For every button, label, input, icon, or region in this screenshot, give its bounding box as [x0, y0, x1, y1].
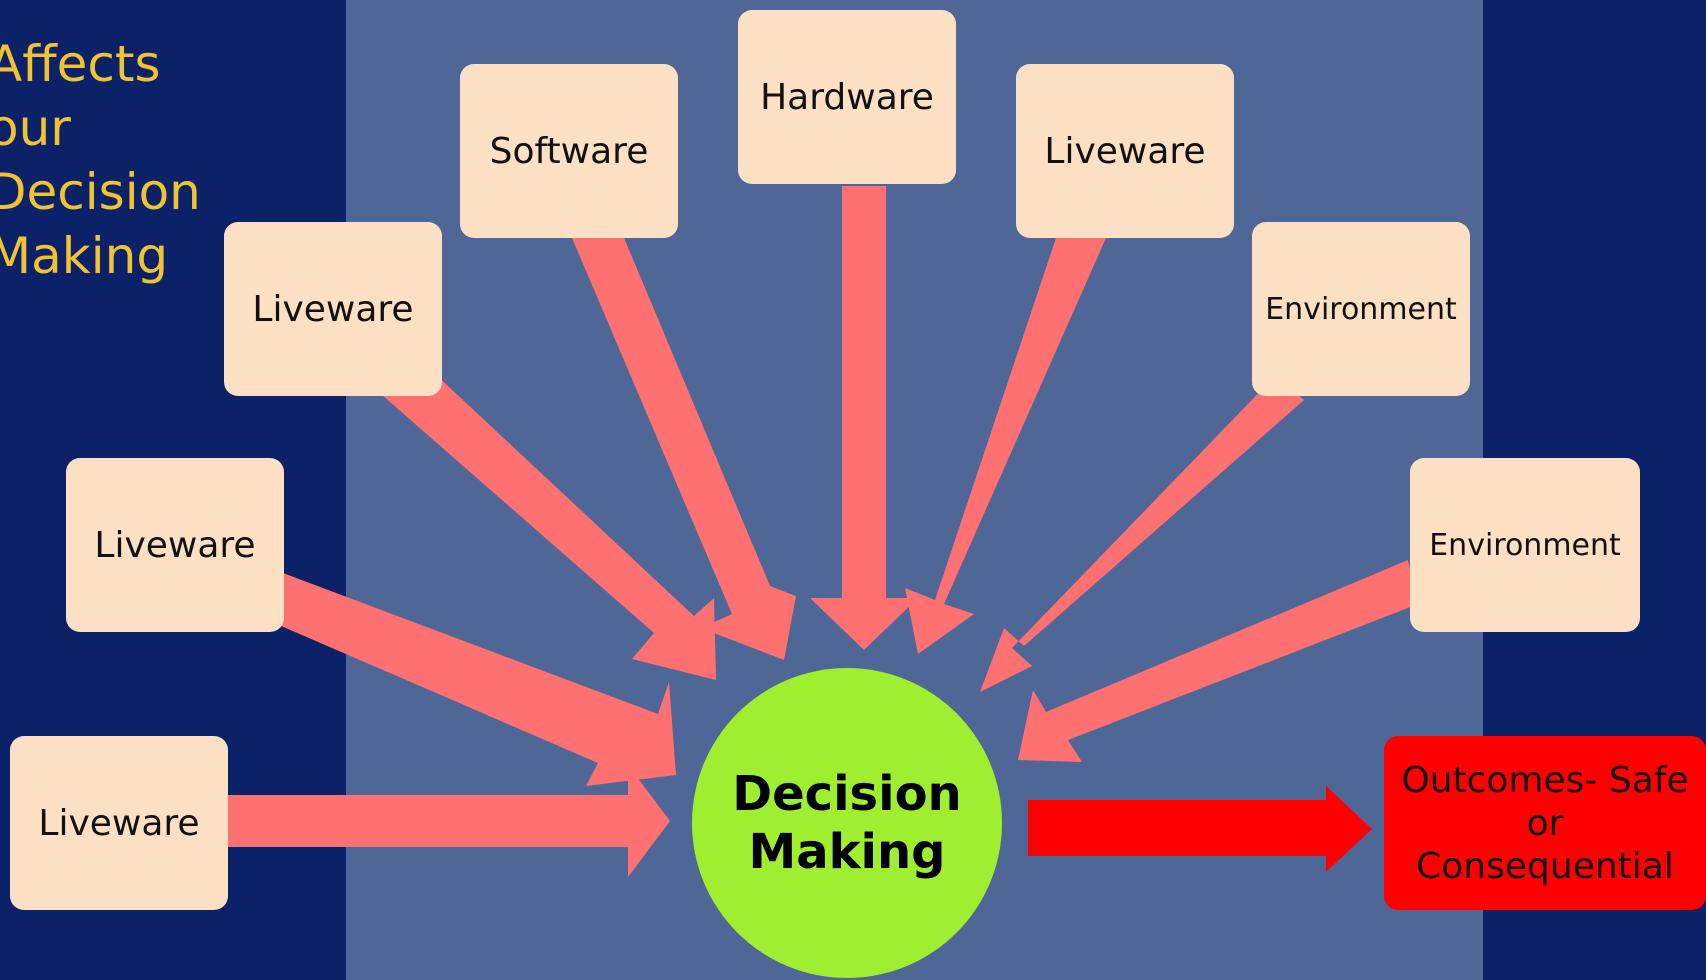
decision-making-circle: Decision Making — [692, 668, 1002, 978]
factor-box-liveware-left: Liveware — [66, 458, 284, 632]
factor-box-liveware-upper-left: Liveware — [224, 222, 442, 396]
factor-label: Software — [489, 130, 649, 172]
factor-box-liveware-upper-right: Liveware — [1016, 64, 1234, 238]
heading-text: Affects our Decision Making — [0, 35, 201, 285]
factor-label: Environment — [1429, 527, 1621, 563]
arrow-environment-right — [1018, 560, 1418, 762]
factor-box-software: Software — [460, 64, 678, 238]
factor-box-environment-upper: Environment — [1252, 222, 1470, 396]
arrow-software — [572, 214, 796, 660]
arrow-liveware-upper-right — [905, 214, 1106, 654]
arrow-hardware — [810, 186, 918, 650]
factor-label: Liveware — [94, 524, 256, 566]
arrow-environment-upper — [980, 376, 1304, 692]
factor-label: Liveware — [252, 288, 414, 330]
factor-box-hardware: Hardware — [738, 10, 956, 184]
factor-box-liveware-bottom: Liveware — [10, 736, 228, 910]
factor-label: Liveware — [1044, 130, 1206, 172]
factor-box-environment-right: Environment — [1410, 458, 1640, 632]
outcome-label: Outcomes- Safe or Consequential — [1401, 759, 1689, 887]
outcome-box: Outcomes- Safe or Consequential — [1384, 736, 1706, 910]
arrow-liveware-upper-left — [382, 358, 716, 680]
outcome-arrow — [1028, 786, 1372, 872]
factor-label: Environment — [1265, 291, 1457, 327]
factor-label: Liveware — [38, 802, 200, 844]
arrow-liveware-left — [258, 570, 676, 786]
center-label: Decision Making — [732, 766, 962, 880]
factor-label: Hardware — [760, 76, 934, 118]
arrow-liveware-bottom — [228, 765, 670, 877]
